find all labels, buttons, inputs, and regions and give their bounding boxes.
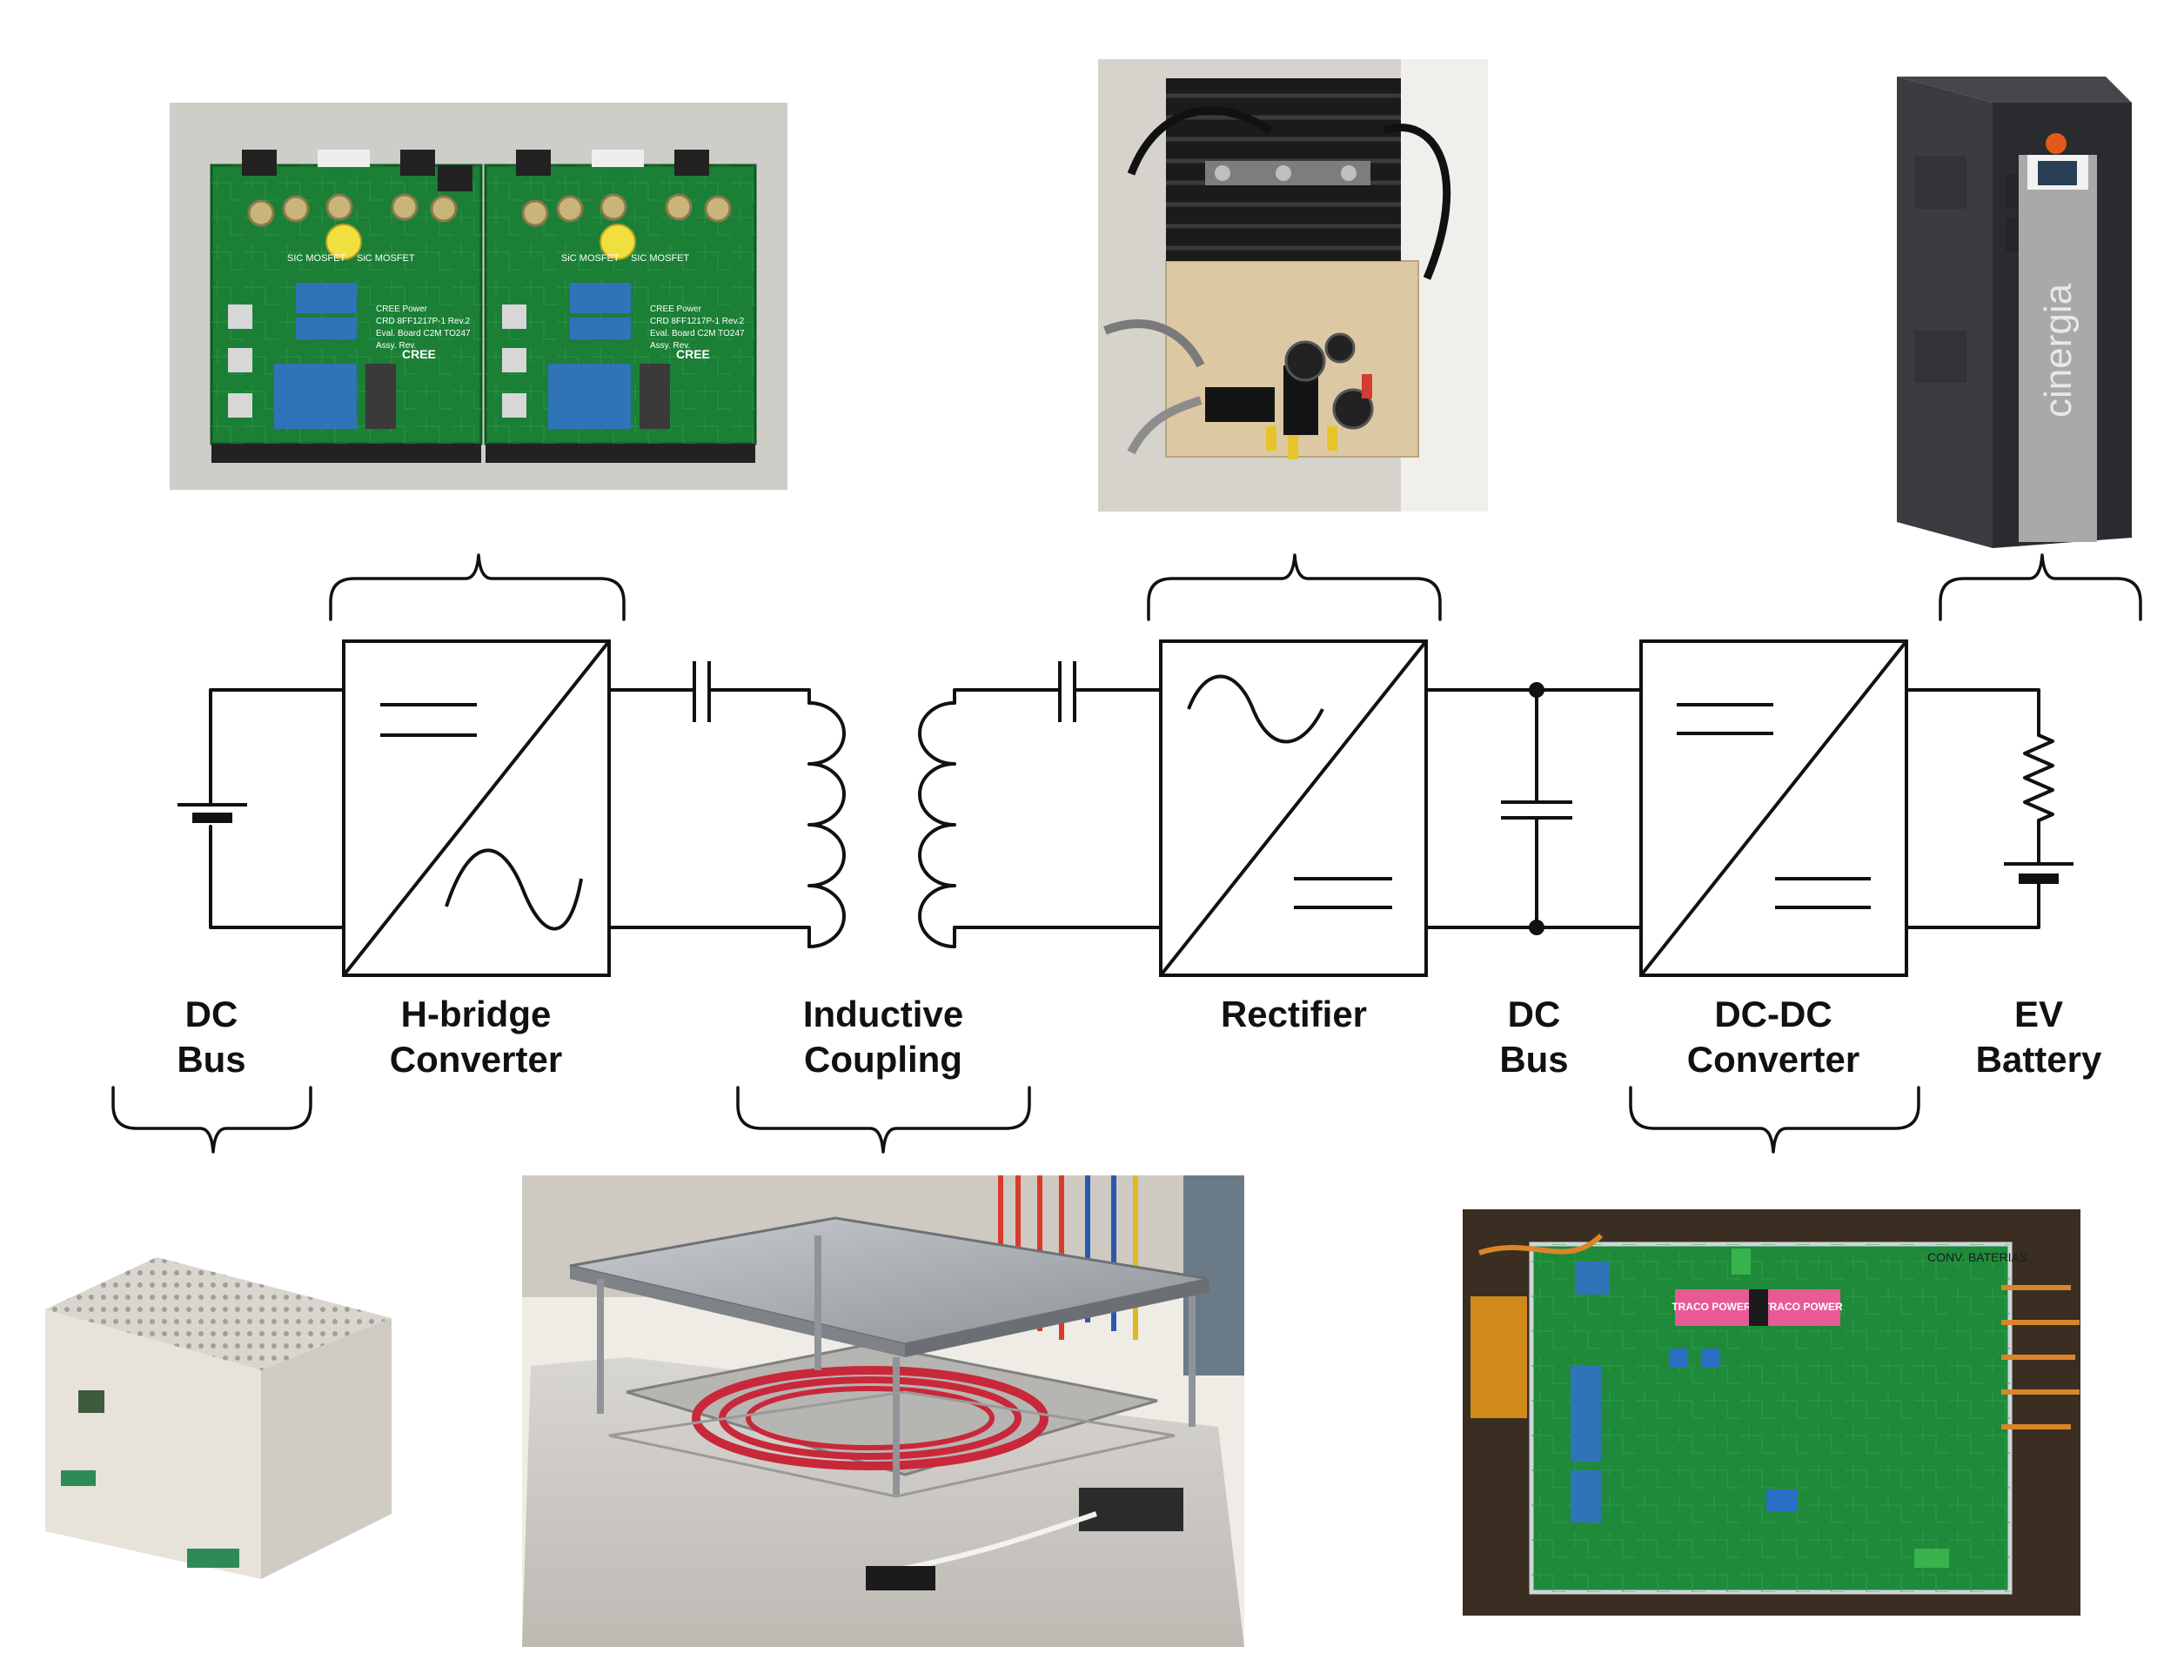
- board-right-text-6: Assy. Rev.: [650, 341, 690, 351]
- hbridge-board-left: SIC MOSFET SiC MOSFET CREE Power CRD 8FF…: [210, 150, 483, 463]
- rectifier-photo: [1098, 59, 1488, 512]
- label-inductive-1: Inductive: [803, 994, 963, 1034]
- brace-dc-bus-left: [111, 1086, 312, 1154]
- brace-hbridge: [329, 553, 626, 621]
- dcdc-converter-block: [1639, 639, 1908, 977]
- rectifier-block: [1159, 639, 1428, 977]
- label-ev-battery-1: EV: [2014, 994, 2063, 1034]
- board-left-text-6: Assy. Rev.: [376, 341, 416, 351]
- label-dc-bus-left-2: Bus: [177, 1039, 245, 1080]
- cabinet-brand: cinergia: [2037, 283, 2080, 418]
- board-left-text-1: SIC MOSFET: [287, 253, 346, 264]
- board-left-logo: CREE: [402, 347, 436, 361]
- label-inductive-2: Coupling: [804, 1039, 962, 1080]
- label-dcdc-2: Converter: [1687, 1039, 1859, 1080]
- primary-resonant-tank: [607, 661, 846, 948]
- secondary-resonant-tank: [918, 661, 1162, 948]
- dc-source-left: [178, 688, 345, 929]
- board-right-logo: CREE: [676, 347, 710, 361]
- hbridge-photo: SIC MOSFET SiC MOSFET CREE Power CRD 8FF…: [170, 103, 787, 490]
- label-rectifier: Rectifier: [1221, 994, 1367, 1034]
- braces: [111, 553, 2142, 1154]
- board-left-text-2: SiC MOSFET: [357, 253, 415, 264]
- brace-dcdc: [1629, 1086, 1920, 1154]
- traco-label-1: TRACO POWER: [1671, 1301, 1752, 1313]
- rectifier-heatsink: [1166, 78, 1401, 261]
- board-right-text-5: Eval. Board C2M TO247: [650, 329, 745, 338]
- board-right-text-1: SiC MOSFET: [561, 253, 620, 264]
- label-dc-bus-right-1: DC: [1508, 994, 1561, 1034]
- traco-label-2: TRACO POWER: [1763, 1301, 1843, 1313]
- brace-inductive: [736, 1086, 1031, 1154]
- rectifier-terminal-block: [1205, 332, 1374, 459]
- ev-battery-symbol: [1905, 688, 2073, 929]
- board-right-text-4: CRD 8FF1217P-1 Rev.2: [650, 317, 745, 326]
- board-right-text-3: CREE Power: [650, 305, 702, 314]
- battery-emulator-photo: cinergia: [1897, 77, 2132, 548]
- label-dc-bus-right-2: Bus: [1499, 1039, 1568, 1080]
- dcdc-board-photo: TRACO POWER TRACO POWER CONV. BATERIAS: [1463, 1209, 2080, 1616]
- dc-bus-right: [1424, 682, 1643, 935]
- coil-bench: [569, 1216, 1210, 1590]
- circuit-schematic: [178, 639, 2073, 977]
- label-hbridge-2: Converter: [390, 1039, 562, 1080]
- board-left-text-3: CREE Power: [376, 305, 428, 314]
- dcdc-board-label: CONV. BATERIAS: [1927, 1250, 2027, 1264]
- hbridge-board-right: SiC MOSFET SIC MOSFET CREE Power CRD 8FF…: [484, 150, 757, 463]
- board-left-text-4: CRD 8FF1217P-1 Rev.2: [376, 317, 471, 326]
- labels: DC Bus H-bridge Converter Inductive Coup…: [177, 994, 2102, 1080]
- hbridge-converter-block: [342, 639, 611, 977]
- dc-power-supply-photo: [45, 1257, 392, 1579]
- label-dc-bus-left-1: DC: [185, 994, 238, 1034]
- label-hbridge-1: H-bridge: [401, 994, 552, 1034]
- label-dcdc-1: DC-DC: [1714, 994, 1832, 1034]
- board-left-text-5: Eval. Board C2M TO247: [376, 329, 471, 338]
- inductive-coupling-photo: [522, 1175, 1244, 1647]
- label-ev-battery-2: Battery: [1976, 1039, 2102, 1080]
- board-right-text-2: SIC MOSFET: [631, 253, 690, 264]
- brace-rectifier: [1147, 553, 1442, 621]
- brace-ev-battery: [1939, 553, 2142, 621]
